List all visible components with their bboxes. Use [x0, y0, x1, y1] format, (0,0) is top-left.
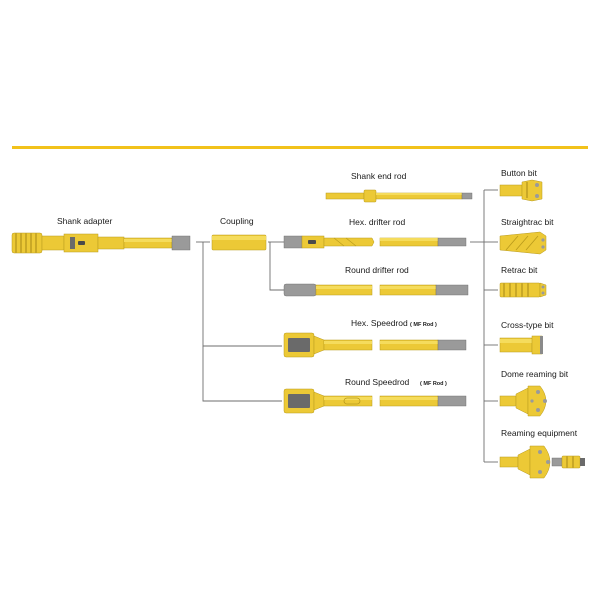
accent-line: [12, 146, 588, 149]
round-speedrod-note: ( MF Rod ): [420, 381, 447, 387]
connector-lines: [196, 189, 498, 463]
round-speedrod-image: [283, 388, 467, 414]
reaming-equipment-image: [499, 445, 585, 479]
hex-speedrod-label: Hex. Speedrod: [351, 318, 408, 328]
coupling-label: Coupling: [220, 216, 254, 226]
cross-type-bit-label: Cross-type bit: [501, 320, 554, 330]
shank-adapter-label: Shank adapter: [57, 216, 112, 226]
coupling-image: [211, 234, 267, 251]
hex-speedrod-image: [283, 332, 467, 358]
reaming-equipment-label: Reaming equipment: [501, 428, 578, 438]
retrac-bit-image: [499, 282, 547, 298]
shank-end-rod-image: [325, 189, 473, 203]
shank-adapter-image: [11, 232, 191, 254]
hex-drifter-rod-label: Hex. drifter rod: [349, 217, 405, 227]
round-drifter-rod-image: [283, 283, 469, 297]
hex-drifter-rod-image: [283, 235, 467, 249]
round-speedrod-label: Round Speedrod: [345, 377, 410, 387]
retrac-bit-label: Retrac bit: [501, 265, 538, 275]
round-drifter-rod-label: Round drifter rod: [345, 265, 409, 275]
dome-reaming-bit-label: Dome reaming bit: [501, 369, 569, 379]
straightrac-bit-label: Straightrac bit: [501, 217, 554, 227]
straightrac-bit-image: [499, 231, 547, 255]
dome-reaming-bit-image: [499, 385, 547, 417]
button-bit-image: [499, 179, 543, 202]
cross-type-bit-image: [499, 335, 543, 355]
hex-speedrod-note: ( MF Rod ): [410, 322, 437, 328]
button-bit-label: Button bit: [501, 168, 538, 178]
shank-end-rod-label: Shank end rod: [351, 171, 407, 181]
